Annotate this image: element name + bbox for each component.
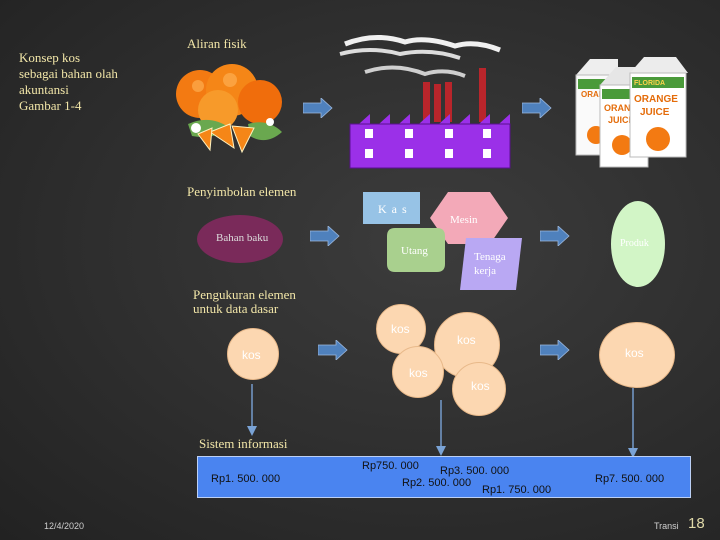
kas-box <box>363 192 420 224</box>
utang-label: Utang <box>401 245 428 257</box>
svg-text:ORAN: ORAN <box>581 90 605 99</box>
row-label-symbolization: Penyimbolan elemen <box>187 184 297 199</box>
svg-text:JUICE: JUICE <box>608 115 635 125</box>
kas-label: K a s <box>378 202 408 216</box>
down-arrow-right <box>628 388 638 458</box>
info-value-mid: Rp1. 750. 000 <box>482 484 552 496</box>
kos-circle-mid: kos <box>452 362 506 416</box>
kos-label: kos <box>242 348 261 362</box>
mesin-label: Mesin <box>450 214 478 226</box>
slide-title: Konsep kos sebagai bahan olah akuntansi … <box>19 50 159 114</box>
svg-text:FLORIDA: FLORIDA <box>634 80 665 87</box>
kos-circle-mid: kos <box>392 346 444 398</box>
tenaga-kerja-line: Tenaga <box>474 251 506 263</box>
title-line: akuntansi <box>19 82 69 97</box>
tenaga-kerja-line: kerja <box>474 265 496 277</box>
slide-date: 12/4/2020 <box>44 521 85 531</box>
information-system-bar <box>197 456 691 498</box>
kos-label: kos <box>457 333 476 347</box>
info-value-left: Rp1. 500. 000 <box>211 473 281 485</box>
orange-juice-cartons-icon: ORAN ORANGE JUICE FLORIDA ORANGE JUICE <box>575 57 688 168</box>
down-arrow-left <box>247 384 257 436</box>
title-line: Gambar 1-4 <box>19 98 82 113</box>
tenaga-kerja-label: Tenaga kerja <box>474 250 506 278</box>
svg-text:JUICE: JUICE <box>640 107 670 118</box>
row-label-physical-flow: Aliran fisik <box>187 36 247 51</box>
info-value-right: Rp7. 500. 000 <box>595 473 665 485</box>
kos-circle-mid: kos <box>376 304 426 354</box>
svg-text:ORANGE: ORANGE <box>634 94 678 105</box>
measurement-line: Pengukuran elemen <box>193 287 296 302</box>
info-value-mid: Rp750. 000 <box>362 460 419 472</box>
row-label-measurement: Pengukuran elemen untuk data dasar <box>193 288 296 316</box>
produk-label: Produk <box>620 238 649 249</box>
info-value-mid: Rp2. 500. 000 <box>402 477 472 489</box>
utang-shape <box>387 228 445 272</box>
tenaga-kerja-shape <box>460 238 522 290</box>
flow-arrow <box>540 226 570 246</box>
mesin-shape <box>430 192 508 244</box>
kos-label: kos <box>409 366 428 380</box>
flow-arrow <box>318 340 348 360</box>
title-line: Konsep kos <box>19 50 81 65</box>
svg-text:ORANGE: ORANGE <box>604 103 644 113</box>
page-number: 18 <box>688 515 705 532</box>
bahan-baku-label: Bahan baku <box>216 232 269 244</box>
kos-label: kos <box>625 346 644 360</box>
kos-label: kos <box>391 322 410 336</box>
footer-label: Transi <box>654 521 679 531</box>
flow-arrow <box>540 340 570 360</box>
info-value-mid: Rp3. 500. 000 <box>440 465 510 477</box>
measurement-line: untuk data dasar <box>193 301 279 316</box>
kos-label: kos <box>471 379 490 393</box>
produk-shape <box>611 201 665 287</box>
down-arrow-mid <box>436 400 446 456</box>
row-label-information-system: Sistem informasi <box>199 436 288 451</box>
flow-arrow <box>522 98 552 118</box>
flow-arrow <box>310 226 340 246</box>
factory-icon <box>339 35 511 169</box>
flow-arrow <box>303 98 333 118</box>
title-line: sebagai bahan olah <box>19 66 118 81</box>
oranges-icon <box>176 64 282 154</box>
kos-circle-left: kos <box>227 328 279 380</box>
bahan-baku-shape <box>197 215 283 263</box>
kos-circle-right: kos <box>599 322 675 388</box>
